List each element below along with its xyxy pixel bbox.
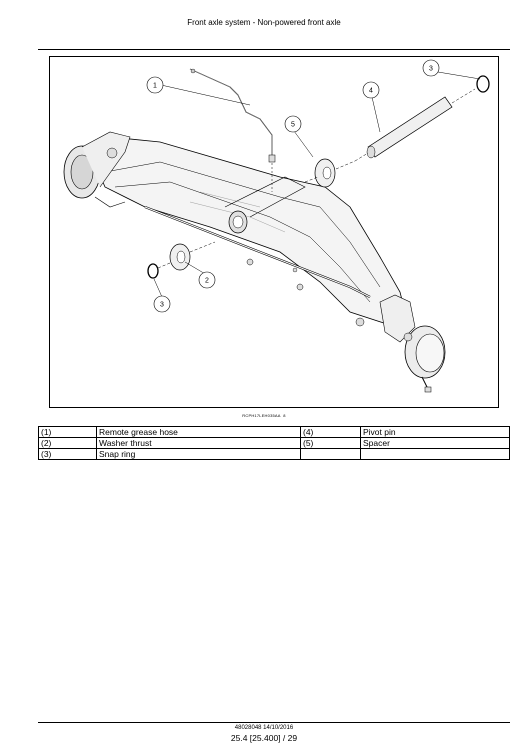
axle-exploded-diagram: 1 5 4 3 2 3	[49, 56, 499, 408]
legend-number	[300, 448, 361, 460]
figure-code-id: RCPH17LEH035AA	[242, 413, 281, 418]
callout-4: 4	[362, 81, 380, 99]
left-wheel-hub	[63, 131, 131, 208]
legend-description: Pivot pin	[360, 426, 510, 438]
svg-text:5: 5	[291, 122, 295, 129]
svg-text:2: 2	[205, 278, 209, 285]
callout-2: 2	[198, 271, 216, 289]
axle-illustration: 1 5 4 3 2 3	[63, 59, 490, 393]
legend-description	[360, 448, 510, 460]
page-title: Front axle system - Non-powered front ax…	[187, 18, 341, 27]
page-number: 25.4 [25.400] / 29	[230, 733, 298, 743]
snap-ring-bottom	[147, 262, 171, 279]
legend-number: (1)	[38, 426, 97, 438]
svg-text:3: 3	[429, 66, 433, 73]
legend-number: (2)	[38, 437, 97, 449]
legend-description: Washer thrust	[96, 437, 301, 449]
svg-text:3: 3	[160, 302, 164, 309]
legend-description: Spacer	[360, 437, 510, 449]
parts-legend-table: (1) Remote grease hose (4) Pivot pin (2)…	[38, 426, 510, 460]
leader-lines	[153, 71, 481, 298]
spacer	[304, 158, 356, 188]
washer-thrust	[169, 241, 216, 271]
right-wheel-hub	[355, 294, 446, 393]
footer-divider	[38, 722, 510, 723]
header-divider	[38, 49, 510, 50]
callout-3-top: 3	[422, 59, 440, 77]
pivot-pin	[354, 88, 476, 162]
table-row: (2) Washer thrust (5) Spacer	[38, 437, 510, 449]
axle-beam	[89, 136, 406, 326]
callout-5: 5	[284, 115, 302, 133]
svg-text:4: 4	[369, 88, 373, 95]
svg-text:1: 1	[153, 83, 157, 90]
remote-grease-hose	[189, 68, 276, 192]
legend-number: (4)	[300, 426, 361, 438]
pivot-boss	[224, 176, 306, 234]
table-row: (3) Snap ring	[38, 448, 510, 460]
callout-1: 1	[146, 76, 164, 94]
figure-code: RCPH17LEH035AA 8	[0, 413, 528, 418]
snap-ring-top	[476, 75, 490, 93]
figure-code-suffix: 8	[283, 413, 286, 418]
table-row: (1) Remote grease hose (4) Pivot pin	[38, 426, 510, 438]
callout-3-bottom: 3	[153, 295, 171, 313]
legend-description: Snap ring	[96, 448, 301, 460]
legend-number: (5)	[300, 437, 361, 449]
legend-number: (3)	[38, 448, 97, 460]
steering-cylinder	[144, 205, 371, 298]
legend-description: Remote grease hose	[96, 426, 301, 438]
document-id: 48028048 14/10/2016	[234, 725, 294, 731]
